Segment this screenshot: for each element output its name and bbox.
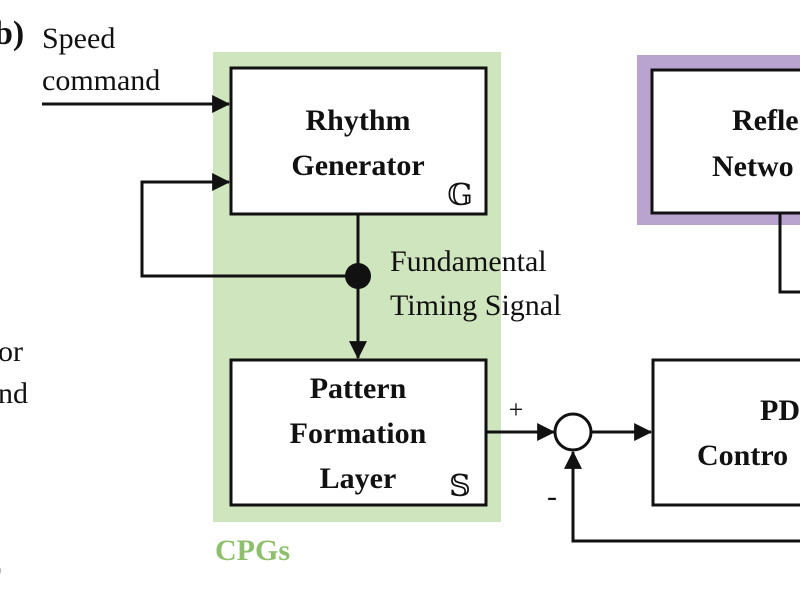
- pattern-formation-label-line1: Pattern: [310, 372, 407, 405]
- reflex-network-block: Refle Netwo: [637, 55, 800, 225]
- reflex-output-line: [778, 213, 800, 294]
- fundamental-signal-label-line1: Fundamental: [390, 245, 547, 278]
- summing-junction: [553, 412, 593, 452]
- rhythm-generator-symbol: 𝔾: [447, 179, 473, 212]
- reflex-network-label-line1: Refle: [732, 104, 799, 137]
- left-partial-text-line1: or: [0, 335, 23, 368]
- sum-plus-sign: +: [509, 395, 524, 424]
- sum-minus-sign: -: [547, 480, 557, 513]
- fundamental-signal-label-line2: Timing Signal: [390, 289, 561, 322]
- panel-label: b): [0, 15, 24, 52]
- reflex-network-label-line2: Netwo: [712, 150, 794, 183]
- negative-feedback-path: [564, 450, 800, 543]
- rhythm-generator-label-line2: Generator: [291, 149, 424, 182]
- left-partial-glyph: ,: [0, 543, 3, 580]
- cpg-group-label: CPGs: [215, 534, 290, 567]
- timing-feedback-loop: [140, 173, 356, 278]
- speed-command-label-line2: command: [42, 64, 160, 97]
- speed-command-label-line1: Speed: [42, 22, 115, 55]
- pattern-formation-label-line3: Layer: [320, 462, 397, 495]
- pd-controller-label-line2: Contro: [697, 439, 788, 472]
- rhythm-generator-block: Rhythm Generator 𝔾: [229, 66, 488, 216]
- left-partial-text-line2: nd: [0, 377, 28, 410]
- pattern-formation-label-line2: Formation: [290, 417, 427, 450]
- pattern-formation-symbol: 𝕊: [449, 470, 471, 503]
- branch-point-dot: [345, 263, 371, 289]
- pd-controller-label-line1: PD: [760, 394, 800, 427]
- rhythm-generator-label-line1: Rhythm: [305, 104, 410, 137]
- pd-controller-block: PD Contro: [651, 358, 800, 507]
- pattern-formation-block: Pattern Formation Layer 𝕊: [229, 358, 488, 507]
